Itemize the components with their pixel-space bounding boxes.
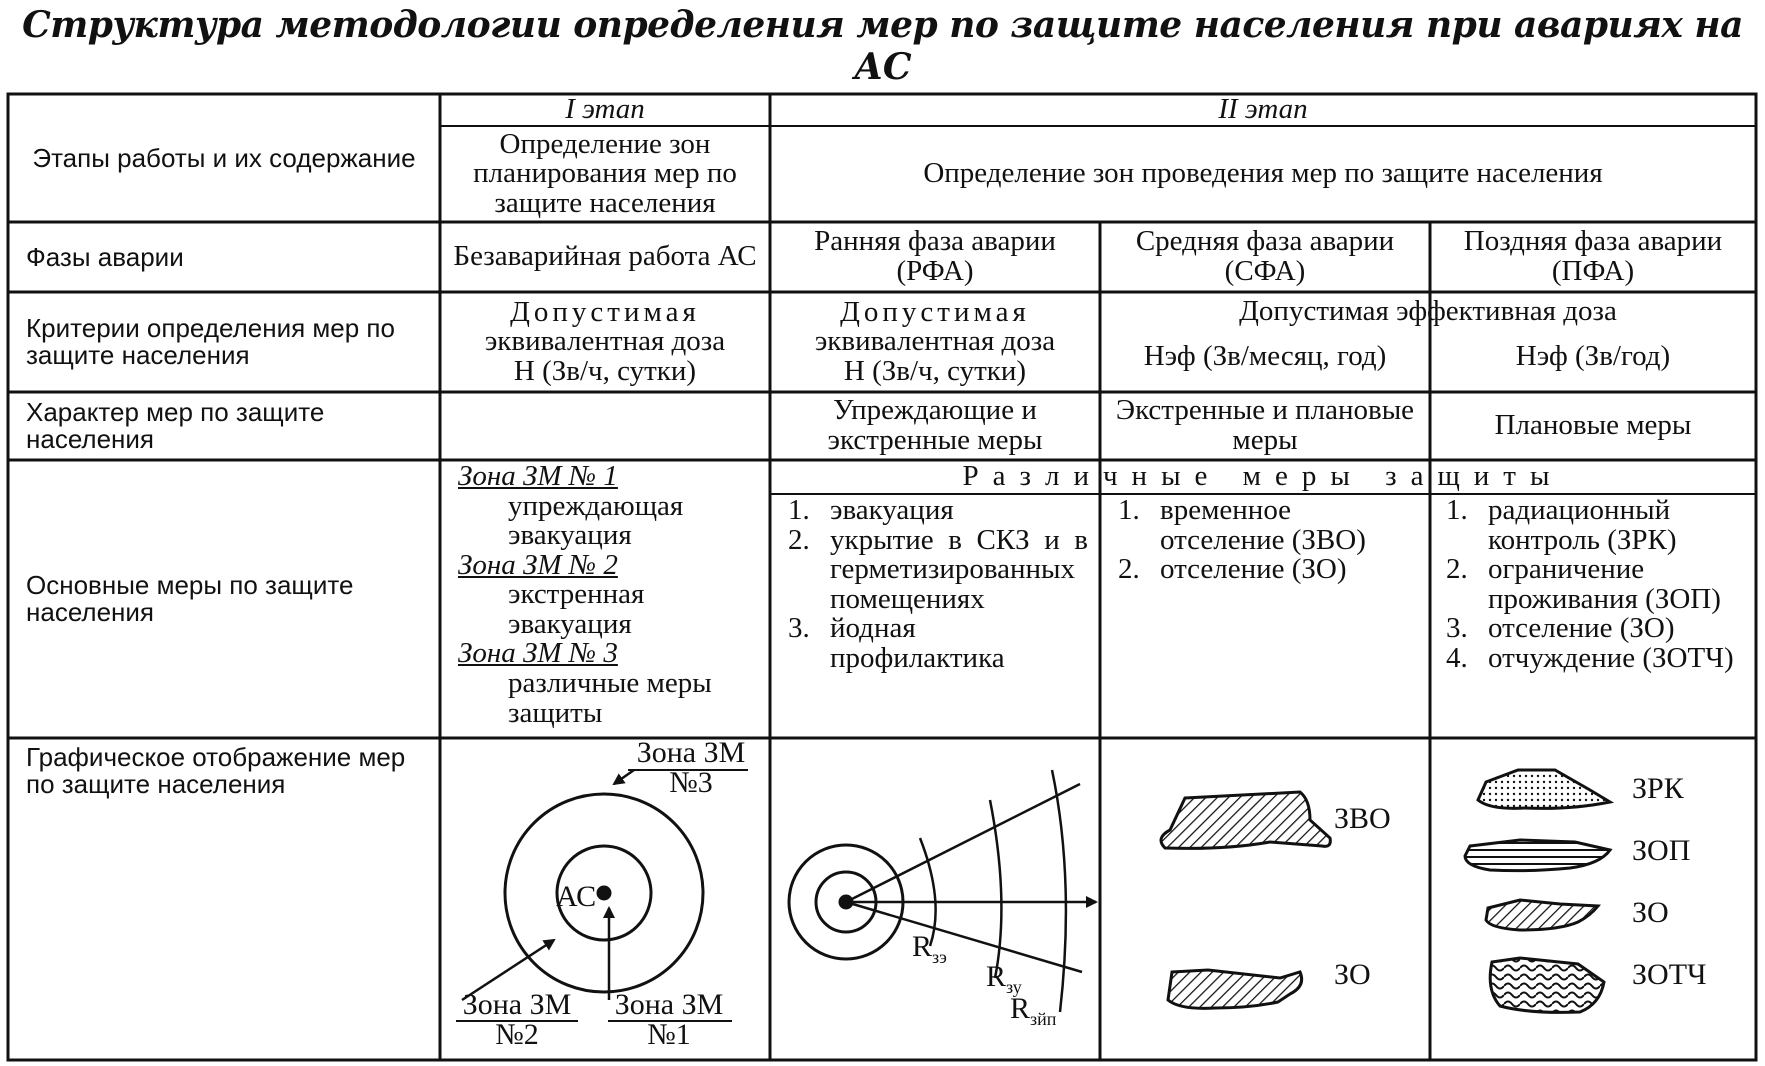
list-item: 1.эвакуация: [788, 494, 954, 526]
phase-late: Поздняя фаза аварии (ПФА): [1463, 225, 1723, 287]
zotch-label: ЗОТЧ: [1632, 958, 1707, 991]
row-label-character: Характер мер по защите населения: [26, 397, 325, 454]
radius-ze-label: Rзэ: [912, 930, 947, 967]
list-item: 4.отчуждение (ЗОТЧ): [1446, 641, 1734, 674]
row-label-measures: Основные меры по защите населения: [26, 570, 354, 627]
zone2-graphic-label: Зона ЗМ №2: [462, 988, 572, 1051]
list-item: 2.укрытие в СКЗ и в герметизированных по…: [788, 523, 1088, 615]
row-label-stages: Этапы работы и их содержание: [32, 142, 416, 173]
various-measures-header: Различные меры защиты: [962, 460, 1564, 493]
phase-middle: Средняя фаза аварии (СФА): [1135, 225, 1395, 287]
as-label: АС: [556, 880, 597, 913]
criteria-stage1-line3: H (Зв/ч, сутки): [513, 354, 697, 387]
criteria-pfa: Hэф (Зв/год): [1515, 340, 1671, 373]
criteria-stage1-line2: эквивалентная доза: [484, 325, 726, 358]
criteria-stage1-line1: Допустимая: [510, 295, 700, 328]
criteria-effective-dose-header: Допустимая эффективная доза: [1239, 295, 1617, 328]
character-pfa: Плановые меры: [1494, 409, 1692, 442]
sfa-zone-shapes: [1159, 790, 1332, 1010]
stage1-description: Определение зон планирования мер по защи…: [473, 127, 737, 219]
criteria-rfa-line1: Допустимая: [840, 295, 1030, 328]
criteria-stage1: Допустимая эквивалентная доза H (Зв/ч, с…: [440, 292, 770, 392]
pfa-zone-shapes: [1463, 768, 1615, 1014]
criteria-rfa-line2: эквивалентная доза: [814, 325, 1056, 358]
phase-early: Ранняя фаза аварии (РФА): [814, 225, 1056, 287]
zo-label-pfa: ЗО: [1632, 896, 1669, 929]
zone1-title: Зона ЗМ № 1: [458, 460, 618, 492]
zvo-label: ЗВО: [1334, 802, 1391, 835]
rfa-measures-list: 1.эвакуация 2.укрытие в СКЗ и в герметиз…: [788, 494, 1088, 674]
list-item: 3.отселение (ЗО): [1446, 612, 1675, 645]
radius-zip-label: Rзйп: [1010, 992, 1057, 1029]
zones-list: Зона ЗМ № 1 упреждающая эвакуация Зона З…: [458, 460, 758, 729]
zone1-graphic-label: Зона ЗМ №1: [614, 988, 724, 1051]
row-label-phases: Фазы аварии: [26, 241, 184, 272]
zop-label: ЗОП: [1632, 834, 1691, 867]
zo-label-sfa: ЗО: [1334, 958, 1371, 991]
zo-shape-pfa: [1484, 898, 1601, 932]
list-item: 2.ограничение проживания (ЗОП): [1446, 553, 1721, 615]
stage2-label: II этап: [1218, 93, 1308, 126]
character-sfa: Экстренные и плановые меры: [1115, 394, 1415, 456]
zone3-text: различные меры защиты: [508, 667, 712, 729]
zrk-label: ЗРК: [1632, 772, 1684, 805]
page-title: Структура методологии определения мер по…: [22, 4, 1743, 88]
radius-zu-label: Rзу: [986, 960, 1022, 997]
zone3-title: Зона ЗМ № 3: [458, 637, 618, 670]
zone3-graphic-label: Зона ЗМ №3: [636, 736, 746, 799]
criteria-sfa: Hэф (Зв/месяц, год): [1143, 340, 1387, 373]
row-label-graphic: Графическое отображение мер по защите на…: [26, 742, 406, 799]
sfa-measures-list: 1.временное отселение (ЗВО) 2.отселение …: [1118, 494, 1418, 586]
stage2-description: Определение зон проведения мер по защите…: [923, 157, 1603, 190]
criteria-rfa: Допустимая эквивалентная доза H (Зв/ч, с…: [770, 292, 1100, 392]
zone-circles-diagram: [456, 768, 748, 1022]
zrk-shape: [1476, 768, 1615, 810]
pfa-measures-list: 1.радиационный контроль (ЗРК) 2.ограниче…: [1446, 494, 1748, 674]
stage1-label: I этап: [565, 93, 645, 126]
zone2-text: экстренная эвакуация: [508, 578, 645, 640]
zop-shape: [1463, 838, 1613, 873]
list-item: 2.отселение (ЗО): [1118, 553, 1347, 586]
zvo-shape: [1159, 790, 1332, 850]
criteria-rfa-line3: H (Зв/ч, сутки): [843, 354, 1027, 387]
zotch-shape: [1488, 956, 1606, 1014]
zone2-title: Зона ЗМ № 2: [458, 548, 618, 581]
list-item: 1.временное отселение (ЗВО): [1118, 494, 1366, 556]
phase-normal-operation: Безаварийная работа АС: [453, 240, 757, 273]
row-label-criteria: Критерии определения мер по защите насел…: [26, 313, 395, 370]
zone1-text: упреждающая эвакуация: [508, 489, 684, 552]
zo-shape-sfa: [1166, 968, 1304, 1010]
list-item: 3.йодная профилактика: [788, 612, 1005, 674]
list-item: 1.радиационный контроль (ЗРК): [1446, 494, 1677, 556]
rfa-sector-diagram: [787, 769, 1098, 1013]
character-rfa: Упреждающие и экстренные меры: [827, 394, 1043, 456]
